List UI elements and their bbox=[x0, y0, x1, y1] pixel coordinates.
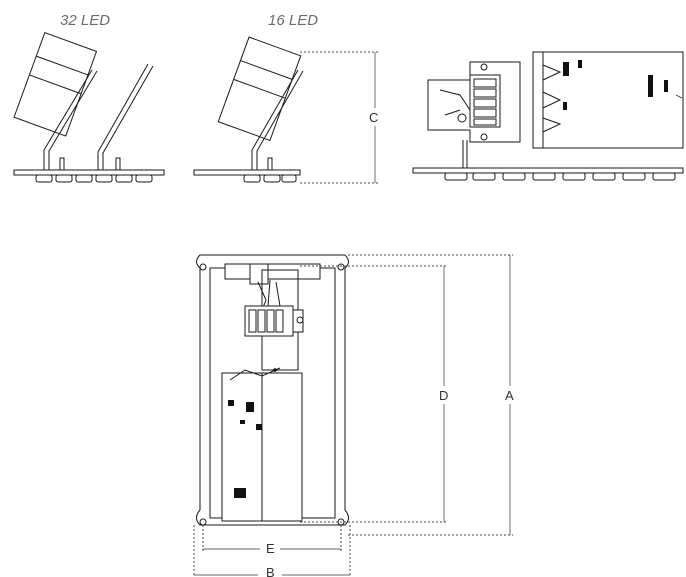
led-driver bbox=[532, 51, 684, 149]
caption-16-led: 16 LED bbox=[268, 12, 318, 29]
base-plate bbox=[13, 169, 165, 176]
driver-box bbox=[13, 31, 98, 137]
cable-clamp bbox=[224, 263, 321, 280]
dimension-c-label: C bbox=[369, 110, 378, 125]
bracket-2 bbox=[97, 63, 149, 170]
side-view-32-led bbox=[13, 31, 165, 183]
led-row bbox=[243, 174, 297, 183]
dimension-b-label: B bbox=[266, 565, 275, 577]
driver-box bbox=[217, 36, 302, 142]
front-view bbox=[412, 51, 684, 181]
led-row bbox=[35, 174, 153, 183]
base-plate bbox=[193, 169, 301, 176]
dimension-d-label: D bbox=[439, 388, 448, 403]
bracket-1 bbox=[43, 69, 93, 170]
base-plate bbox=[412, 167, 684, 174]
side-view-16-led: C bbox=[193, 36, 378, 184]
dimension-e-label: E bbox=[266, 541, 275, 556]
led-row bbox=[444, 172, 676, 181]
dimension-a-label: A bbox=[505, 388, 514, 403]
caption-32-led: 32 LED bbox=[60, 12, 110, 29]
bracket bbox=[251, 69, 299, 170]
top-view: D A E B bbox=[193, 254, 514, 577]
